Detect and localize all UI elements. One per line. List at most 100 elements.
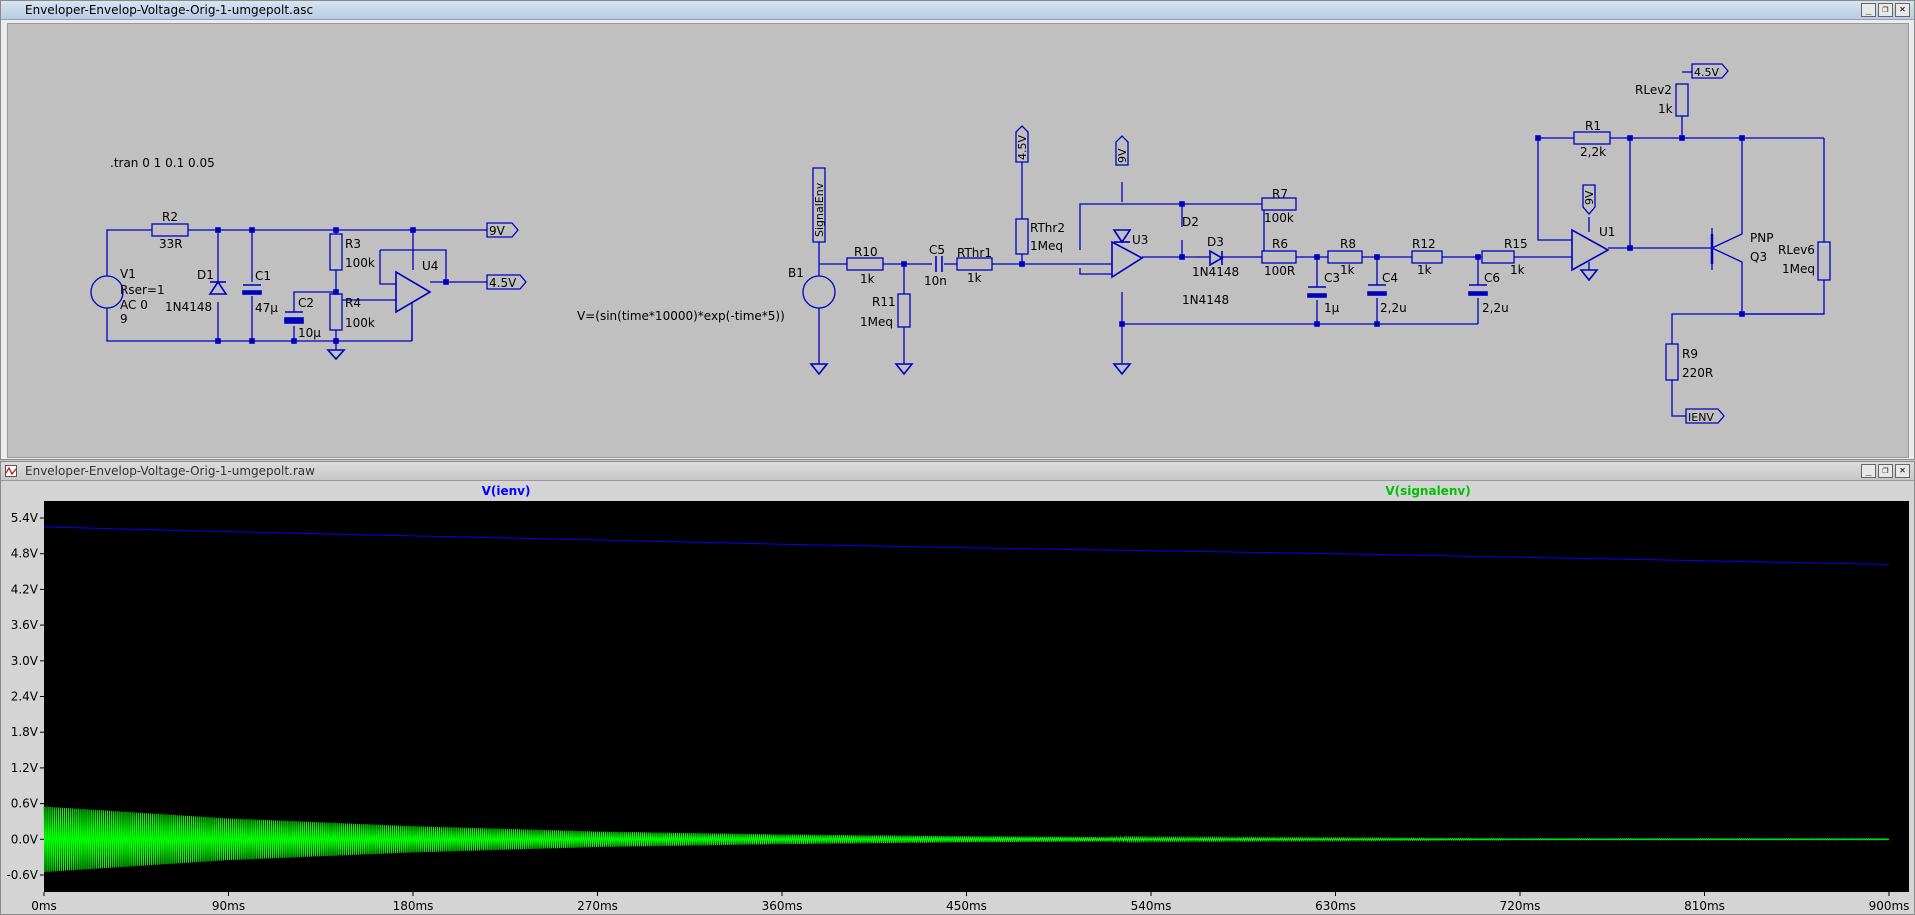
schematic-window: Enveloper-Envelop-Voltage-Orig-1-umgepol… xyxy=(0,0,1915,460)
schematic-label: 1k xyxy=(1417,263,1432,277)
schematic-label: 1N4148 xyxy=(1182,293,1229,307)
schematic-canvas[interactable]: .tran 0 1 0.1 0.05 V=(sin(time*10000)*ex… xyxy=(7,23,1909,458)
close-button[interactable]: ✕ xyxy=(1895,464,1910,478)
y-tick-label: -0.6V xyxy=(6,868,38,882)
waveform-window-icon xyxy=(5,465,17,477)
schematic-label: 47µ xyxy=(255,301,278,315)
x-tick-label: 270ms xyxy=(577,899,618,913)
schematic-label: 100k xyxy=(345,256,375,270)
schematic-label: IENV xyxy=(1688,411,1714,424)
schematic-label: R1 xyxy=(1585,119,1601,133)
schematic-label: RThr2 xyxy=(1030,221,1065,235)
schematic-label: U1 xyxy=(1599,225,1615,239)
y-tick-label: 1.2V xyxy=(11,761,39,775)
schematic-label: R11 xyxy=(872,295,896,309)
schematic-label: R3 xyxy=(345,237,361,251)
y-axis: 5.4V4.8V4.2V3.6V3.0V2.4V1.8V1.2V0.6V0.0V… xyxy=(6,511,44,882)
schematic-label: R7 xyxy=(1272,187,1288,201)
restore-button[interactable]: ❐ xyxy=(1878,3,1893,17)
waveform-plot[interactable]: 5.4V4.8V4.2V3.6V3.0V2.4V1.8V1.2V0.6V0.0V… xyxy=(1,481,1914,915)
schematic-label: 10µ xyxy=(298,326,321,340)
schematic-label: 1k xyxy=(860,272,875,286)
schematic-label: RLev2 xyxy=(1635,83,1672,97)
waveform-title: Enveloper-Envelop-Voltage-Orig-1-umgepol… xyxy=(25,464,315,478)
x-tick-label: 90ms xyxy=(212,899,245,913)
schematic-label: 1Meq xyxy=(1030,239,1063,253)
schematic-label: V1 xyxy=(120,267,136,281)
schematic-label: SignalEnv xyxy=(813,182,826,237)
schematic-label: 4.5V xyxy=(1016,135,1029,160)
schematic-label: C2 xyxy=(298,296,314,310)
schematic-title: Enveloper-Envelop-Voltage-Orig-1-umgepol… xyxy=(25,3,314,17)
traces xyxy=(43,526,1890,873)
components xyxy=(90,83,1831,381)
minimize-button[interactable]: _ xyxy=(1861,3,1876,17)
x-tick-label: 900ms xyxy=(1869,899,1910,913)
schematic-label: 1N4148 xyxy=(1192,265,1239,279)
schematic-label: U3 xyxy=(1132,233,1148,247)
schematic-label: C3 xyxy=(1324,271,1340,285)
schematic-label: R8 xyxy=(1340,237,1356,251)
legend-signalenv[interactable]: V(signalenv) xyxy=(1385,484,1470,498)
restore-button[interactable]: ❐ xyxy=(1878,464,1893,478)
legend-ienv[interactable]: V(ienv) xyxy=(482,484,531,498)
schematic-label: PNP xyxy=(1750,231,1773,245)
trace-ienv xyxy=(43,526,1890,565)
schematic-label: R9 xyxy=(1682,347,1698,361)
schematic-label: D3 xyxy=(1207,235,1224,249)
x-tick-label: 720ms xyxy=(1500,899,1541,913)
schematic-label: 100k xyxy=(1264,211,1294,225)
close-button[interactable]: ✕ xyxy=(1895,3,1910,17)
x-tick-label: 0ms xyxy=(31,899,57,913)
trace-signalenv xyxy=(43,806,1890,873)
schematic-label: AC 0 xyxy=(120,298,148,312)
y-tick-label: 2.4V xyxy=(11,690,39,704)
schematic-label: R2 xyxy=(162,210,178,224)
x-tick-label: 540ms xyxy=(1131,899,1172,913)
schematic-label: RThr1 xyxy=(957,246,992,260)
schematic-label: 1k xyxy=(1658,102,1673,116)
plot-area[interactable] xyxy=(44,501,1909,892)
schematic-label: 10n xyxy=(924,274,947,288)
schematic-label: 4.5V xyxy=(1694,66,1719,79)
schematic-label: 9V xyxy=(489,224,506,238)
schematic-label: RLev6 xyxy=(1778,243,1815,257)
schematic-label: 2,2u xyxy=(1380,301,1407,315)
x-tick-label: 630ms xyxy=(1315,899,1356,913)
y-tick-label: 3.0V xyxy=(11,654,39,668)
y-tick-label: 3.6V xyxy=(11,618,39,632)
net-flags xyxy=(486,63,1729,424)
schematic-label: R4 xyxy=(345,296,361,310)
x-tick-label: 450ms xyxy=(946,899,987,913)
schematic-label: 1N4148 xyxy=(165,300,212,314)
schematic-label: 1µ xyxy=(1324,301,1340,315)
schematic-label: C4 xyxy=(1382,271,1398,285)
schematic-label: 9V xyxy=(1583,190,1596,205)
component-details xyxy=(208,135,1745,376)
schematic-titlebar[interactable]: Enveloper-Envelop-Voltage-Orig-1-umgepol… xyxy=(1,1,1914,20)
schematic-label: B1 xyxy=(788,266,804,280)
schematic-label: C6 xyxy=(1484,271,1500,285)
schematic-label: 1k xyxy=(1510,263,1525,277)
legend: V(ienv) V(signalenv) xyxy=(482,484,1471,498)
schematic-label: U4 xyxy=(422,259,438,273)
schematic-label: R10 xyxy=(854,245,878,259)
b1-expression: V=(sin(time*10000)*exp(-time*5)) xyxy=(577,309,785,323)
y-tick-label: 4.2V xyxy=(11,582,39,596)
waveform-titlebar[interactable]: Enveloper-Envelop-Voltage-Orig-1-umgepol… xyxy=(1,462,1914,481)
schematic-label: Rser=1 xyxy=(120,283,165,297)
schematic-label: C1 xyxy=(255,269,271,283)
x-tick-label: 810ms xyxy=(1684,899,1725,913)
schematic-label: 2,2k xyxy=(1580,145,1606,159)
y-tick-label: 1.8V xyxy=(11,725,39,739)
minimize-button[interactable]: _ xyxy=(1861,464,1876,478)
schematic-label: 1k xyxy=(967,271,982,285)
schematic-label: R6 xyxy=(1272,237,1288,251)
schematic-label: R15 xyxy=(1504,237,1528,251)
schematic-labels: .tran 0 1 0.1 0.05 V=(sin(time*10000)*ex… xyxy=(110,66,1815,424)
x-tick-label: 180ms xyxy=(393,899,434,913)
y-tick-label: 0.0V xyxy=(11,832,39,846)
schematic-label: 33R xyxy=(159,237,183,251)
schematic-label: D2 xyxy=(1182,215,1199,229)
